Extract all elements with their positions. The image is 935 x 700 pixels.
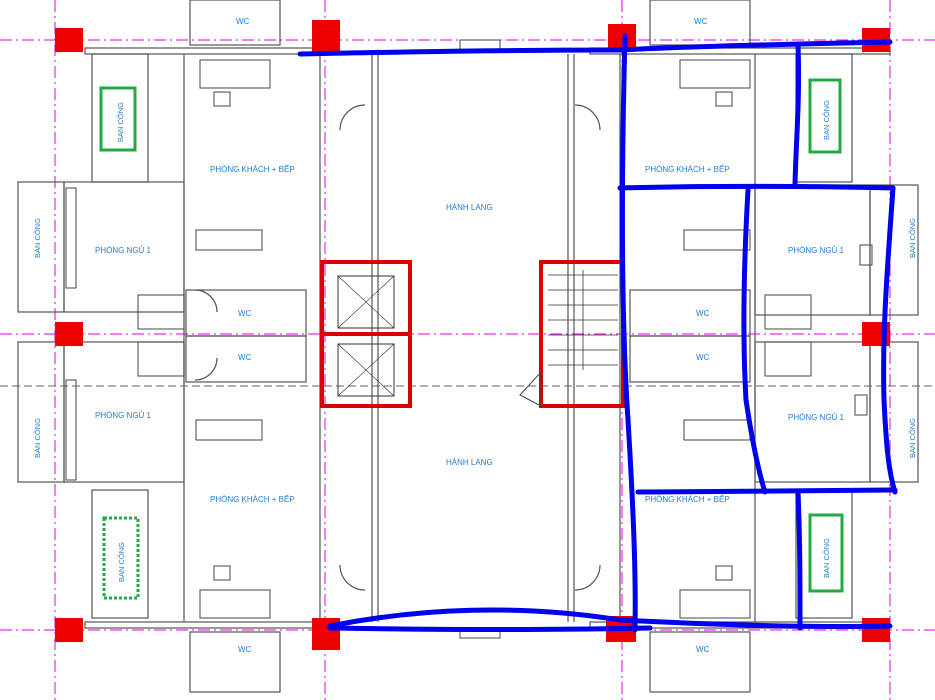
label-wc-bottom-left: WC [238, 645, 252, 654]
label-wc-left-upper: WC [238, 309, 252, 318]
label-wc-bottom-right: WC [696, 645, 710, 654]
label-bedroom-left-lower: PHÒNG NGỦ 1 [95, 411, 152, 420]
furniture [65, 39, 873, 639]
label-balcony-right-bottom: BAN CÔNG [822, 538, 831, 578]
label-balcony-left-bedroom-upper: BAN CÔNG [33, 218, 42, 258]
label-living-kitchen-top-right: PHÒNG KHÁCH + BẾP [645, 164, 730, 174]
label-balcony-left-top: BAN CÔNG [116, 102, 125, 142]
elevator-core [320, 260, 412, 408]
label-living-kitchen-bottom-right: PHÒNG KHÁCH + BẾP [645, 494, 730, 504]
label-wc-top-left: WC [236, 17, 250, 26]
label-balcony-right-bedroom-lower: BAN CÔNG [908, 418, 917, 458]
label-living-kitchen-top-left: PHÒNG KHÁCH + BẾP [210, 164, 295, 174]
label-wc-right-lower: WC [696, 353, 710, 362]
label-bedroom-left-upper: PHÒNG NGỦ 1 [95, 246, 152, 255]
label-wc-left-lower: WC [238, 353, 252, 362]
label-bedroom-right-lower: PHÒNG NGỦ 1 [788, 413, 845, 422]
label-balcony-right-bedroom-upper: BAN CÔNG [908, 218, 917, 258]
label-balcony-left-bedroom-lower: BAN CÔNG [33, 418, 42, 458]
balcony-highlights [99, 78, 844, 600]
hand-drawn-annotation [297, 33, 898, 633]
structural-columns [55, 20, 890, 650]
label-balcony-right-top: BAN CÔNG [822, 100, 831, 140]
label-bedroom-right-upper: PHÒNG NGỦ 1 [788, 246, 845, 255]
room-labels: WC WC WC WC WC WC WC WC PHÒNG KHÁCH + BẾ… [33, 17, 917, 654]
label-wc-top-right: WC [694, 17, 708, 26]
label-balcony-left-bottom: BAN CÔNG [117, 542, 126, 582]
label-living-kitchen-bottom-left: PHÒNG KHÁCH + BẾP [210, 494, 295, 504]
label-corridor-upper: HÀNH LANG [446, 203, 493, 212]
label-wc-right-upper: WC [696, 309, 710, 318]
walls [17, 0, 919, 693]
label-corridor-lower: HÀNH LANG [446, 458, 493, 467]
